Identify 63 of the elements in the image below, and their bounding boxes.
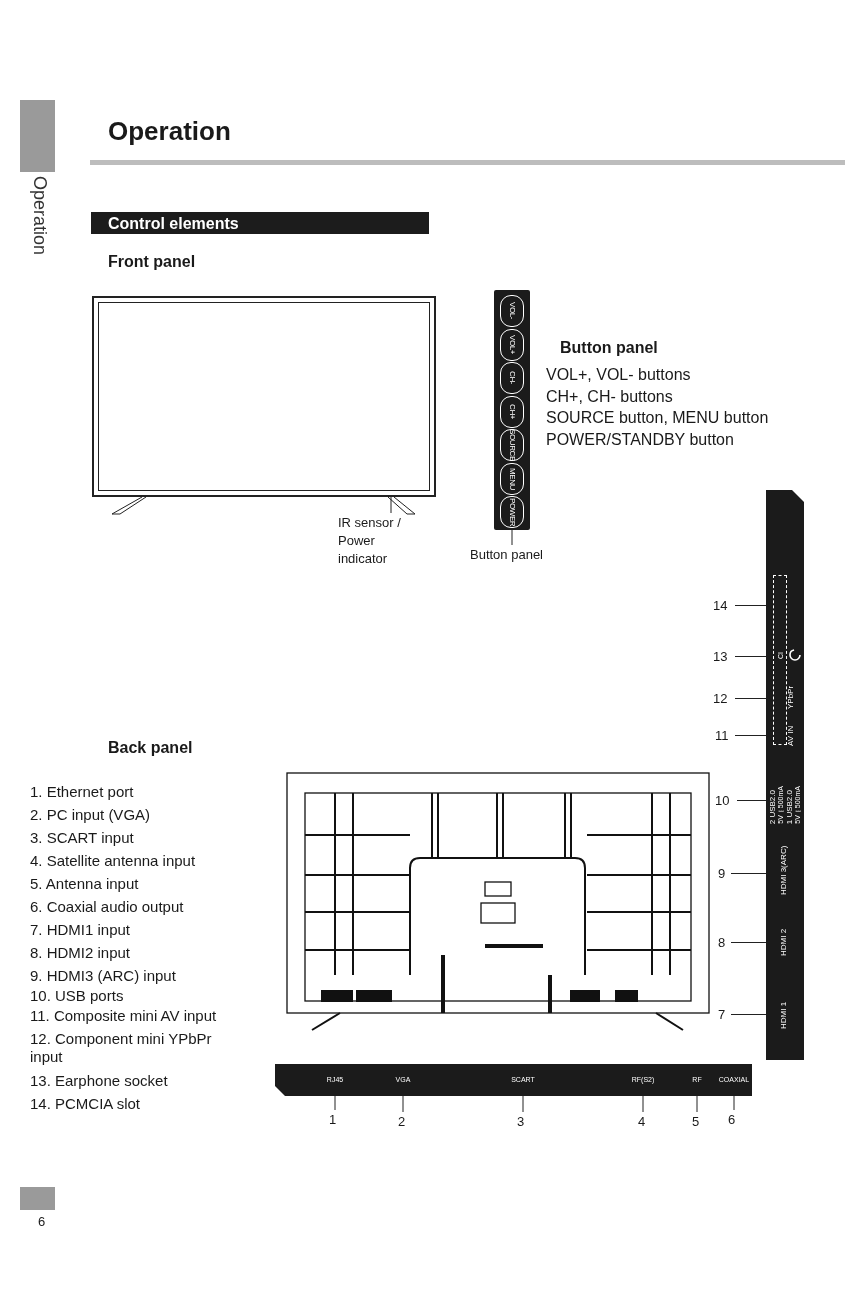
panel-button: VOL+ [500,328,524,361]
description-text: SOURCE button, MENU button [546,408,769,428]
caption-text: IR sensor / Power indicator [338,514,420,570]
panel-button: SOURCE [500,429,524,461]
panel-button: MENU [500,462,524,495]
port-label: HDMI 1 [778,997,790,1033]
list-item: 12. Component mini YPbPr input [30,1030,213,1066]
list-item: 14. PCMCIA slot [30,1095,142,1113]
side-tab-label: Operation [28,176,50,256]
subheading: Back panel [108,738,193,758]
port-label: 2 USB2.0 [768,789,777,824]
list-item: 2. PC input (VGA) [30,806,152,824]
callout-number: 7 [718,1006,729,1023]
subheading: Button panel [560,338,658,358]
port-label: HDMI 2 [778,924,790,960]
port-label: 1 USB2.0 [785,789,794,824]
callout-number: 4 [638,1113,649,1130]
port-label: HDMI 3(ARC) [778,842,790,898]
leader-line [511,529,513,546]
panel-button: VOL- [500,295,524,327]
callout-number: 2 [398,1113,409,1130]
list-item: 3. SCART input [30,829,135,847]
callout-number: 6 [728,1111,739,1128]
leader-line [390,496,392,514]
list-item: 1. Ethernet port [30,783,135,801]
callout-number: 12 [713,690,733,707]
callout-number: 5 [692,1113,703,1130]
list-item: 6. Coaxial audio output [30,898,185,916]
description-text: POWER/STANDBY button [546,430,734,450]
card-slot [773,575,787,745]
description-text: VOL+, VOL- buttons [546,365,691,385]
button-panel-drawing [494,290,530,530]
side-connector-panel [766,490,804,1060]
panel-button: POWER [500,496,524,528]
bottom-connector-panel [275,1064,752,1096]
list-item: 7. HDMI1 input [30,921,132,939]
list-item: 11. Composite mini AV input [30,1007,218,1025]
page-title: Operation [108,116,231,147]
section-heading: Control elements [91,212,429,234]
callout-number: 9 [718,865,729,882]
description-text: CH+, CH- buttons [546,387,673,407]
list-item: 5. Antenna input [30,875,140,893]
callout-number: 10 [715,792,735,809]
list-item: 8. HDMI2 input [30,944,132,962]
callout-number: 3 [517,1113,528,1130]
callout-number: 11 [715,727,733,744]
callout-number: 14 [713,597,733,614]
headphone-icon [789,648,801,662]
panel-button: CH- [500,362,524,394]
list-item: 9. HDMI3 (ARC) input [30,967,177,985]
panel-button: CH+ [500,395,524,428]
port-label: YPbPr [786,680,796,714]
port-label: AV IN [786,722,796,750]
caption-text: Button panel [470,546,556,564]
list-item: 13. Earphone socket [30,1072,169,1090]
callout-number: 1 [329,1111,340,1128]
callout-number: 13 [713,648,733,665]
callout-number: 8 [718,934,729,951]
subheading: Front panel [108,252,196,272]
page-number: 6 [38,1214,46,1230]
list-item: 4. Satellite antenna input [30,852,197,870]
tv-front-drawing [92,296,436,497]
list-item: 10. USB ports [30,987,125,1005]
